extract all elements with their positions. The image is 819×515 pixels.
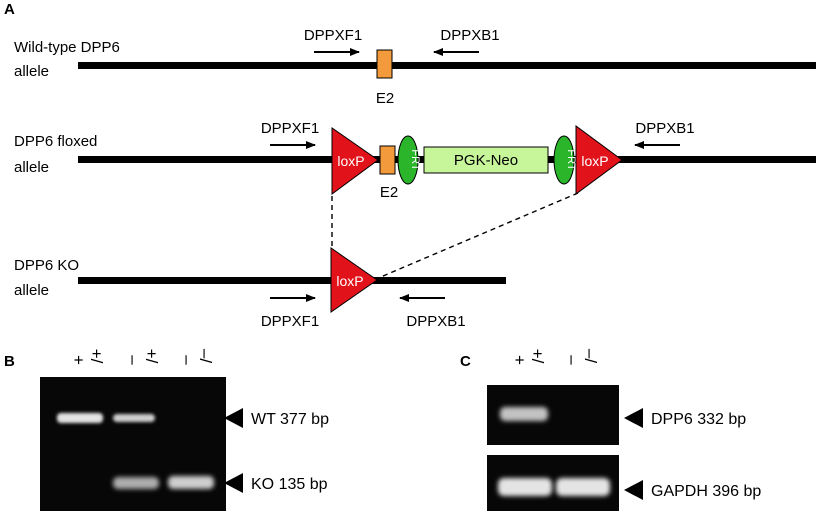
floxed-loxp-right-label: loxP [581,153,608,169]
floxed-pgk-neo-label: PGK-Neo [454,152,518,169]
floxed-loxp-left-label: loxP [337,153,364,169]
floxed-exon-e2 [379,145,396,175]
panel-label-c: C [460,353,471,370]
gel-b-lane1-header-sub: + [69,355,88,365]
ko-genomic-line [78,277,506,284]
ko-label-line2: allele [14,282,49,299]
floxed-label-line2: allele [14,159,49,176]
gel-b-band-wt-lane1 [57,413,103,423]
gel-c-band-gapdh-lane2 [556,478,610,496]
wildtype-label-line2: allele [14,63,49,80]
wildtype-label-line1: Wild-type DPP6 [14,39,120,56]
recombination-dashed-line-right [375,192,579,280]
gel-c-lane1-header: +/ [528,349,547,364]
gel-b-lane2-header-sub: – [124,355,143,365]
gel-c-gapdh-arrowhead [624,480,643,500]
floxed-exon-label: E2 [380,184,398,201]
ko-allele: DPP6 KO allele loxP DPPXF1 DPPXB1 [14,247,506,330]
gel-b-lane-headers: +/ + +/ – –/ – [69,349,215,366]
gel-c-lane2-header-sub: – [563,355,582,365]
panel-label-a: A [4,1,15,18]
floxed-loxp-left-triangle [331,127,379,195]
gel-c-dpp6-arrowhead [624,408,643,428]
floxed-label-line1: DPP6 floxed [14,133,97,150]
gel-b-lane1-header: +/ [87,349,106,364]
floxed-frt-left-label: FRT [409,149,421,170]
gel-b-image [40,377,226,511]
gel-b-lane3-header-sub: – [178,355,197,365]
panel-label-b: B [4,353,15,370]
wildtype-primer-f-label: DPPXF1 [304,27,362,44]
gel-b-band-wt-lane2 [113,414,155,422]
floxed-primer-b-label: DPPXB1 [635,120,694,137]
floxed-frt-right-label: FRT [565,149,577,170]
gel-c-gapdh-label: GAPDH 396 bp [651,483,761,500]
ko-primer-f-label: DPPXF1 [261,313,319,330]
wildtype-exon-e2 [376,49,393,79]
wildtype-genomic-line [78,62,816,69]
gel-b-wt-label: WT 377 bp [251,411,329,428]
floxed-frt-right-ellipse [553,135,575,185]
gel-b-band-ko-lane3 [168,476,214,489]
gel-c-dpp6-label: DPP6 332 bp [651,411,746,428]
floxed-frt-left-ellipse [397,135,419,185]
gel-b-bands [57,413,214,489]
ko-label-line1: DPP6 KO [14,257,79,274]
floxed-loxp-right-triangle [575,125,623,195]
gel-b-band-ko-lane2 [113,477,159,489]
gel-b-ko-arrowhead [224,473,243,493]
gel-c-lane-headers: +/ + –/ – [510,349,600,366]
wildtype-exon-label: E2 [376,90,394,107]
ko-loxp-label: loxP [336,273,363,289]
ko-primer-b-label: DPPXB1 [406,313,465,330]
gel-c-band-dpp6-lane1 [500,407,548,421]
floxed-primer-f-label: DPPXF1 [261,120,319,137]
gel-c-lane1-header-sub: + [510,355,529,365]
ko-loxp-triangle [330,247,378,313]
gel-b-lane3-header: –/ [196,349,215,363]
gel-b-wt-arrowhead [224,408,243,428]
wildtype-primer-b-label: DPPXB1 [440,27,499,44]
gel-b-ko-label: KO 135 bp [251,476,328,493]
wildtype-allele: Wild-type DPP6 allele E2 DPPXF1 DPPXB1 [14,27,816,107]
gel-c-lane2-header: –/ [581,349,600,363]
gel-c-band-gapdh-lane1 [498,478,552,496]
gel-b-lane2-header: +/ [142,349,161,364]
floxed-pgk-neo-cassette [423,146,549,174]
floxed-allele: DPP6 floxed allele DPPXF1 DPPXB1 loxP E2… [14,120,816,201]
